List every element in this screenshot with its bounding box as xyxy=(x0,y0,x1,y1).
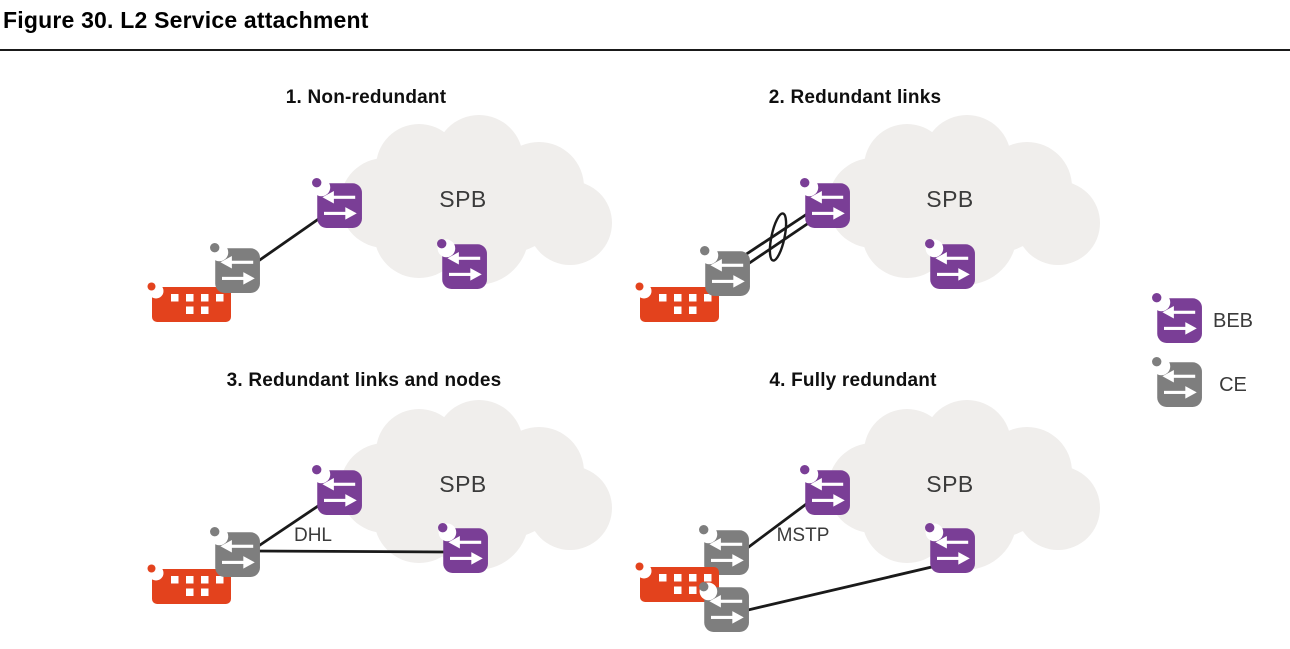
panel-2-heading: 2. Redundant links xyxy=(768,87,942,108)
ce-switch-icon xyxy=(209,242,261,294)
spb-cloud-label: SPB xyxy=(439,471,487,497)
ce-switch-icon xyxy=(699,245,751,297)
beb-switch-icon xyxy=(924,238,976,290)
dhl-link-label: DHL xyxy=(293,525,333,546)
beb-switch-icon xyxy=(311,177,363,229)
panel-4-heading: 4. Fully redundant xyxy=(769,370,937,391)
figure-title: Figure 30. L2 Service attachment xyxy=(3,7,369,33)
spb-cloud-label: SPB xyxy=(926,186,974,212)
beb-switch-icon xyxy=(436,238,488,290)
panel-1-heading: 1. Non-redundant xyxy=(285,87,447,108)
beb-switch-icon xyxy=(437,522,489,574)
beb-switch-icon xyxy=(799,177,851,229)
lag-ellipse xyxy=(768,212,788,262)
ce-switch-icon xyxy=(209,526,261,578)
ce-switch-icon xyxy=(698,581,750,633)
legend-label-ce: CE xyxy=(1219,374,1247,396)
spb-cloud-label: SPB xyxy=(439,186,487,212)
legend-label-beb: BEB xyxy=(1212,310,1254,332)
beb-switch-icon xyxy=(311,464,363,516)
beb-switch-icon xyxy=(1151,292,1203,344)
ce-switch-icon xyxy=(1151,356,1203,408)
mstp-link-label: MSTP xyxy=(776,525,830,546)
title-divider xyxy=(0,49,1290,51)
beb-switch-icon xyxy=(924,522,976,574)
panel-3-heading: 3. Redundant links and nodes xyxy=(226,370,502,391)
beb-switch-icon xyxy=(799,464,851,516)
spb-cloud-label: SPB xyxy=(926,471,974,497)
